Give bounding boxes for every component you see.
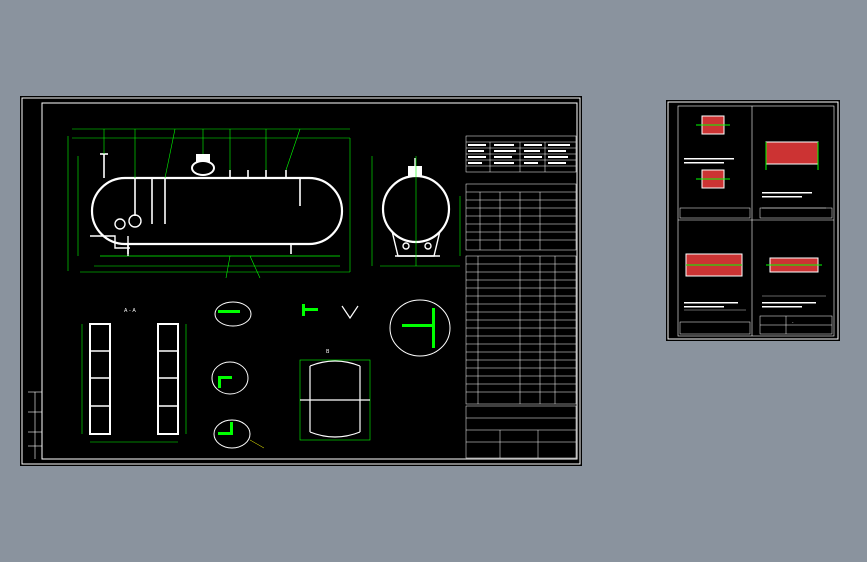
detail-drawing-svg: - <box>667 101 839 340</box>
view-label-left: A - A <box>124 308 136 314</box>
detail-drawing-sheet: - <box>666 100 840 341</box>
detail-4 <box>762 257 826 297</box>
vessel-shell <box>90 176 344 246</box>
section-b-b: B <box>299 305 371 441</box>
vessel-elevation <box>67 128 351 279</box>
main-drawing-svg: A - A <box>21 97 581 465</box>
section-a-a: A - A <box>81 308 187 443</box>
detail-welds <box>218 304 435 435</box>
binding-strip <box>28 391 42 459</box>
vessel-end-view <box>371 156 461 267</box>
detail-3 <box>684 253 746 311</box>
nozzle-table <box>465 183 577 251</box>
parts-list-table <box>465 255 577 405</box>
design-data-text <box>468 144 570 164</box>
manway <box>191 160 215 176</box>
detail-title-text: - <box>792 320 794 325</box>
detail-outer-frame <box>667 101 839 340</box>
manway-cover <box>196 154 210 162</box>
detail-title-blocks <box>679 207 833 335</box>
title-block <box>465 405 577 459</box>
design-data-table <box>465 135 577 173</box>
detail-inner-frame <box>677 105 835 337</box>
inner-frame <box>41 102 578 460</box>
main-drawing-sheet: A - A <box>20 96 582 466</box>
leaders <box>249 439 265 449</box>
detail-bubbles <box>211 299 451 449</box>
detail-notes <box>684 158 816 308</box>
detail-2 <box>762 141 826 209</box>
detail-1 <box>696 115 730 189</box>
outer-frame <box>21 97 581 465</box>
view-label-center: B <box>326 349 330 355</box>
